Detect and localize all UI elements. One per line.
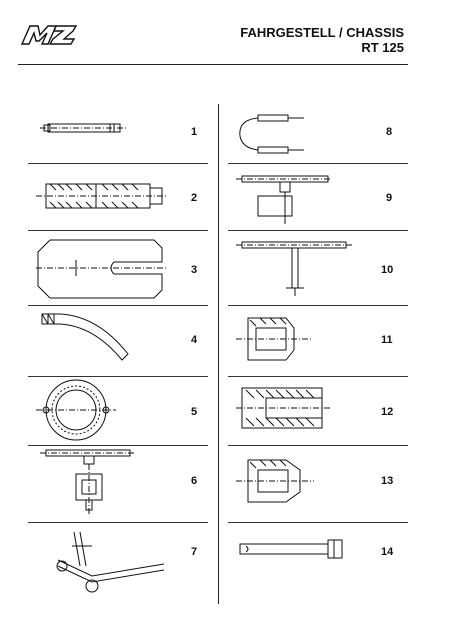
item-number-13: 13 [381,475,394,487]
item-number-12: 12 [381,406,394,418]
row-divider [228,522,408,523]
tool-13-drawing [236,456,316,506]
title-line-2: RT 125 [361,40,404,55]
column-divider [218,104,219,604]
item-number-4: 4 [191,334,198,346]
row-divider [228,230,408,231]
tool-6-drawing [40,446,140,518]
tool-3-drawing [36,238,166,300]
item-number-1: 1 [191,126,198,138]
item-number-7: 7 [191,546,198,558]
item-number-10: 10 [381,264,394,276]
tool-8-drawing [236,112,306,156]
row-divider [28,163,208,164]
tool-4-drawing [38,310,138,365]
item-number-5: 5 [191,406,198,418]
row-divider [28,305,208,306]
item-number-14: 14 [381,546,394,558]
item-number-9: 9 [386,192,393,204]
row-divider [28,376,208,377]
row-divider [28,522,208,523]
row-divider [228,163,408,164]
tool-12-drawing [236,384,336,434]
item-number-2: 2 [191,192,198,204]
tool-7-drawing [52,526,172,596]
mz-logo [20,25,78,45]
title-line-1: FAHRGESTELL / CHASSIS [240,25,404,40]
row-divider [228,445,408,446]
row-divider [228,376,408,377]
tool-14-drawing [238,538,348,562]
item-number-8: 8 [386,126,393,138]
tool-10-drawing [236,238,356,298]
tool-11-drawing [236,314,316,364]
tool-5-drawing [36,378,116,442]
page-title: FAHRGESTELL / CHASSIS RT 125 [240,25,404,55]
tool-9-drawing [236,170,336,226]
item-number-3: 3 [191,264,198,276]
row-divider [228,305,408,306]
item-number-11: 11 [381,334,393,346]
tool-2-drawing [36,176,166,216]
item-number-6: 6 [191,475,198,487]
row-divider [28,230,208,231]
row-divider [28,445,208,446]
tool-1-drawing [40,118,130,138]
header-divider [18,64,408,65]
